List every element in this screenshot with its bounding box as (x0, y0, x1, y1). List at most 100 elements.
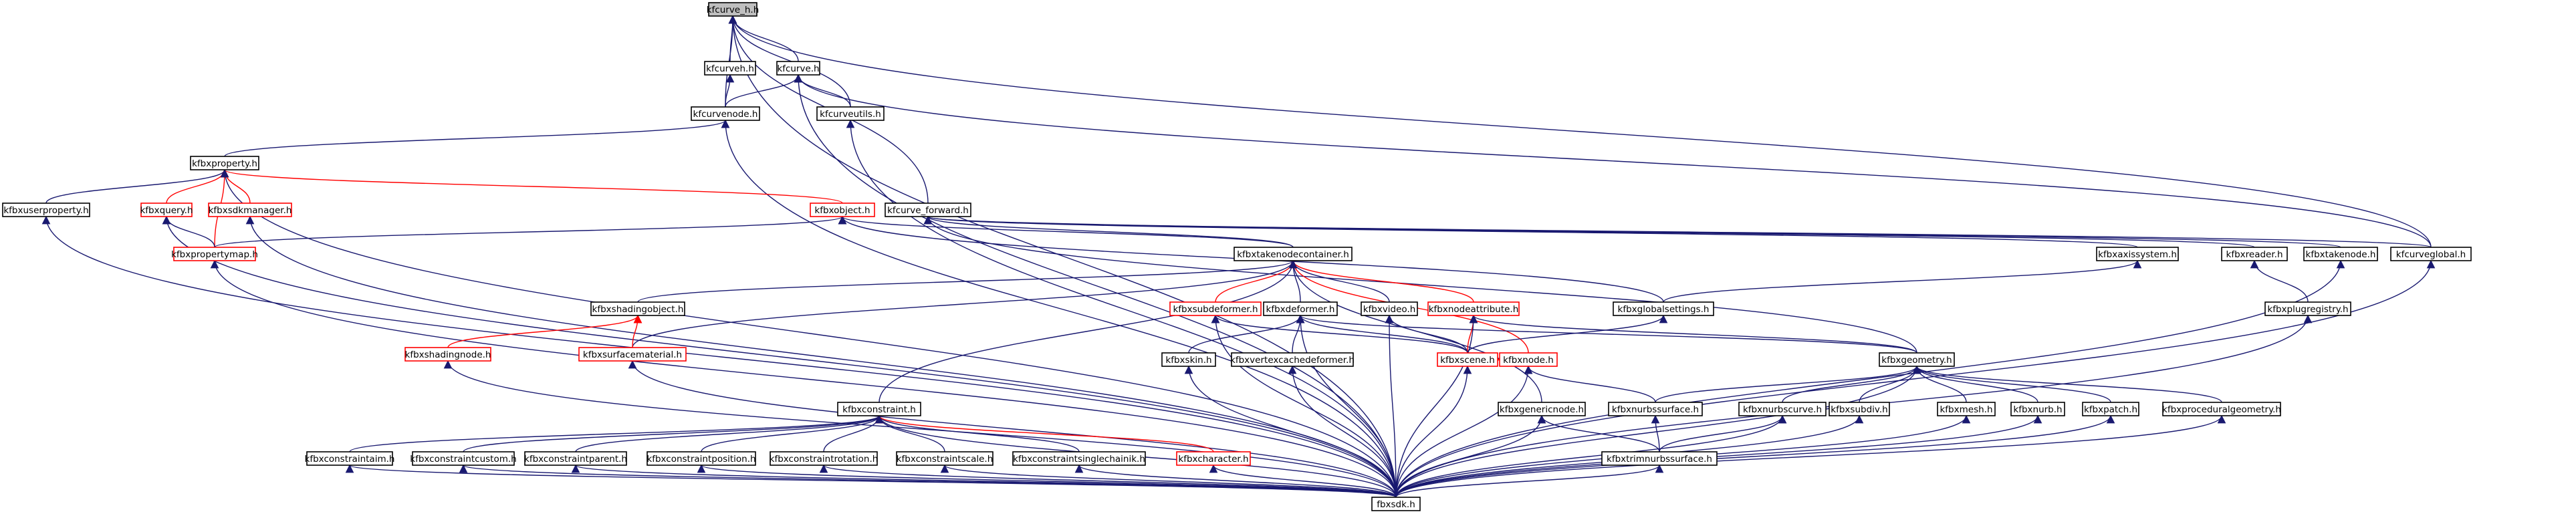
node-kfbxcharacter[interactable]: kfbxcharacter.h (1176, 451, 1251, 466)
node-kfbxglobalsettings[interactable]: kfbxglobalsettings.h (1613, 301, 1714, 316)
node-kfcurveh[interactable]: kfcurveh.h (704, 61, 756, 76)
node-kfbxproceduralgeometry[interactable]: kfbxproceduralgeometry.h (2162, 402, 2281, 416)
edge-fbxsdk-to-kfcurve (794, 74, 1397, 498)
node-box (647, 451, 756, 466)
node-kfcurvenode[interactable]: kfcurvenode.h (691, 106, 760, 121)
node-kfcurve-forward[interactable]: kfcurve_forward.h (885, 203, 971, 217)
node-kfbxconstraintrotation[interactable]: kfbxconstraintrotation.h (770, 451, 879, 466)
node-label: kfbxtakenode.h (2306, 249, 2376, 260)
node-kfbxreader[interactable]: kfbxreader.h (2221, 247, 2288, 261)
node-kfbxnodeattribute[interactable]: kfbxnodeattribute.h (1427, 301, 1520, 316)
edge-kfcurveutils-to-kfcurve (794, 74, 851, 108)
edge-kfbxcharacter-to-kfbxconstraint (874, 414, 1214, 452)
node-kfbxsurfacematerial[interactable]: kfbxsurfacematerial.h (578, 347, 687, 362)
edge-kfbxsurfacematerial-to-kfbxtakenodecontainer (632, 259, 1298, 348)
edge-kfbxnodeattribute-to-kfbxtakenodecontainer (1288, 259, 1474, 303)
node-kfbxsubdiv[interactable]: kfbxsubdiv.h (1829, 402, 1890, 416)
node-kfbxplugregistry[interactable]: kfbxplugregistry.h (2264, 301, 2351, 316)
node-label: kfbxdeformer.h (1266, 304, 1335, 315)
node-kfbxskin[interactable]: kfbxskin.h (1161, 352, 1216, 367)
node-kfbxshadingobject[interactable]: kfbxshadingobject.h (590, 301, 685, 316)
node-kfbxsubdeformer[interactable]: kfbxsubdeformer.h (1169, 301, 1262, 316)
node-kfbxconstraintaim[interactable]: kfbxconstraintaim.h (305, 451, 395, 466)
node-kfbxnurbscurve[interactable]: kfbxnurbscurve.h (1738, 402, 1827, 416)
node-kfbxgenericnode[interactable]: kfbxgenericnode.h (1498, 402, 1586, 416)
node-box (1231, 352, 1354, 367)
edge-kfbxconstraintrotation-to-kfbxconstraint (823, 414, 884, 452)
node-kfbxtrimnurbssurface[interactable]: kfbxtrimnurbssurface.h (1601, 451, 1718, 466)
node-box (704, 61, 756, 76)
node-label: kfbxskin.h (1165, 355, 1211, 366)
node-box (2303, 247, 2378, 261)
node-label: kfbxconstraintsinglechainik.h (1013, 454, 1145, 465)
node-label: kfbxnodeattribute.h (1429, 304, 1519, 315)
node-kfbxnurb[interactable]: kfbxnurb.h (2010, 402, 2065, 416)
node-label: kfcurve_h.h (707, 5, 759, 15)
node-label: kfbxconstraintposition.h (647, 454, 755, 465)
node-label: kfbxsdkmanager.h (209, 205, 292, 216)
edge-kfbxglobalsettings-to-kfbxaxissystem (1663, 259, 2142, 303)
node-kfbxconstraintscale[interactable]: kfbxconstraintscale.h (896, 451, 993, 466)
node-fbxsdk[interactable]: fbxsdk.h (1371, 497, 1421, 511)
node-kfbxdeformer[interactable]: kfbxdeformer.h (1263, 301, 1338, 316)
node-kfbxnode[interactable]: kfbxnode.h (1499, 352, 1558, 367)
node-kfcurve[interactable]: kfcurve.h (776, 61, 820, 76)
edge-kfbxconstraintsinglechainik-to-kfbxconstraint (874, 414, 1080, 452)
node-kfbxscene[interactable]: kfbxscene.h (1437, 352, 1498, 367)
node-kfbxvertexcachedeformer[interactable]: kfbxvertexcachedeformer.h (1230, 352, 1355, 367)
node-box (208, 203, 292, 217)
edge-kfbxshadingobject-to-kfbxtakenodecontainer (637, 259, 1297, 303)
node-label: kfbxpatch.h (2084, 404, 2137, 415)
node-kfbxtakenodecontainer[interactable]: kfbxtakenodecontainer.h (1234, 247, 1353, 261)
edge-kfcurveglobal-to-kfcurve_forward (924, 215, 2432, 248)
edge-kfbxconstraint-to-kfbxtakenodecontainer (879, 259, 1298, 403)
node-box (1361, 301, 1418, 316)
node-kfbxproperty[interactable]: kfbxproperty.h (190, 156, 259, 170)
node-kfbxobject[interactable]: kfbxobject.h (810, 203, 875, 217)
node-kfbxconstraint[interactable]: kfbxconstraint.h (837, 402, 921, 416)
node-kfbxmesh[interactable]: kfbxmesh.h (1937, 402, 1996, 416)
node-box (1234, 247, 1353, 261)
node-kfbxshadingnode[interactable]: kfbxshadingnode.h (404, 347, 491, 362)
node-label: kfcurve.h (777, 63, 819, 74)
node-box (2264, 301, 2351, 316)
node-kfbxpatch[interactable]: kfbxpatch.h (2082, 402, 2139, 416)
node-box (2, 203, 90, 217)
node-kfbxtakenode[interactable]: kfbxtakenode.h (2303, 247, 2378, 261)
node-kfbxvideo[interactable]: kfbxvideo.h (1361, 301, 1418, 316)
node-label: kfbxuserproperty.h (3, 205, 88, 216)
edge-fbxsdk-to-kfbxproceduralgeometry (1395, 414, 2226, 498)
node-kfcurve-h[interactable]: kfcurve_h.h (707, 2, 759, 17)
node-kfbxsdkmanager[interactable]: kfbxsdkmanager.h (208, 203, 292, 217)
node-kfbxconstraintparent[interactable]: kfbxconstraintparent.h (524, 451, 627, 466)
edge-fbxsdk-to-kfbxshadingnode (443, 360, 1397, 498)
node-kfcurveutils[interactable]: kfcurveutils.h (816, 106, 885, 121)
node-kfbxquery[interactable]: kfbxquery.h (140, 203, 193, 217)
edge-fbxsdk-to-kfcurveglobal (1395, 259, 2436, 498)
edge-kfbxscene-to-kfbxsubdeformer (1211, 314, 1468, 354)
node-label: kfbxconstraintscale.h (897, 454, 993, 465)
node-label: kfbxtakenodecontainer.h (1237, 249, 1349, 260)
node-kfbxconstraintsinglechainik[interactable]: kfbxconstraintsinglechainik.h (1012, 451, 1146, 466)
edge-fbxsdk-to-kfbxnode (1395, 365, 1533, 498)
node-box (173, 247, 256, 261)
node-kfbxgeometry[interactable]: kfbxgeometry.h (1879, 352, 1955, 367)
node-kfbxconstraintposition[interactable]: kfbxconstraintposition.h (647, 451, 756, 466)
edge-fbxsdk-to-kfbxconstraintparent (572, 464, 1397, 498)
edge-fbxsdk-to-kfbxquery (162, 215, 1397, 498)
node-kfcurveglobal[interactable]: kfcurveglobal.h (2390, 247, 2472, 261)
edge-kfbxnurbssurface-to-kfbxgeometry (1655, 365, 1921, 403)
node-kfbxconstraintcustom[interactable]: kfbxconstraintcustom.h (410, 451, 517, 466)
node-box (2082, 402, 2139, 416)
node-label: kfcurveutils.h (820, 109, 881, 120)
edge-kfbxpropertymap-to-kfbxquery (162, 215, 215, 248)
node-kfbxpropertymap[interactable]: kfbxpropertymap.h (171, 247, 258, 261)
node-kfbxnurbssurface[interactable]: kfbxnurbssurface.h (1608, 402, 1703, 416)
node-kfbxaxissystem[interactable]: kfbxaxissystem.h (2096, 247, 2179, 261)
node-label: kfbxnurbscurve.h (1743, 404, 1822, 415)
node-label: kfbxcharacter.h (1178, 454, 1248, 465)
edge-kfbxconstraintaim-to-kfbxconstraint (349, 414, 883, 452)
node-kfbxuserproperty[interactable]: kfbxuserproperty.h (2, 203, 90, 217)
edge-kfbxquery-to-kfbxproperty (166, 168, 229, 204)
node-label: kfbxmesh.h (1940, 404, 1992, 415)
